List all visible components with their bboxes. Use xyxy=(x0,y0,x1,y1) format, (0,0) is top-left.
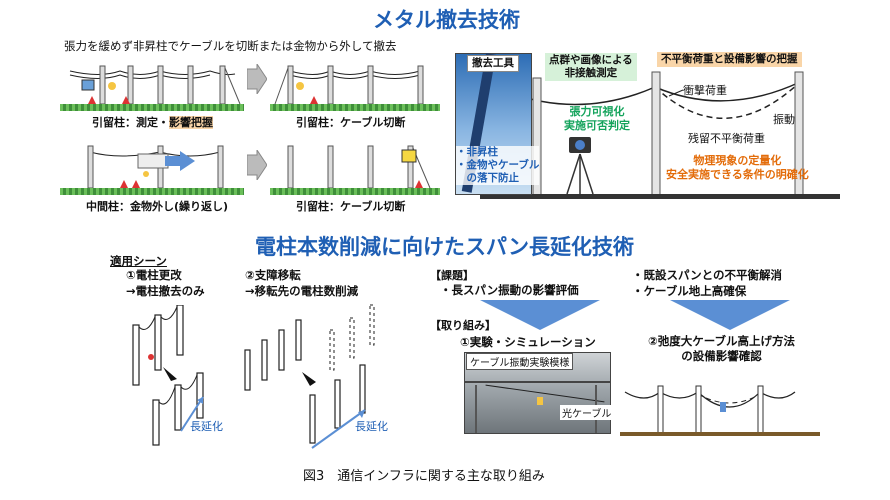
approach-1: ①実験・シミュレーション xyxy=(460,335,596,349)
panel-3-label: 中間柱：金物外し(繰り返し) xyxy=(86,200,229,213)
scene-title: 適用シーン xyxy=(110,254,167,268)
panel-4-illustration xyxy=(270,140,440,195)
panel-1-label: 引留柱：測定・影響把握 xyxy=(92,116,213,129)
metal-removal-title: メタル撤去技術 xyxy=(373,8,520,32)
tool-points: ・非昇柱 ・金物やケーブル の落下防止 xyxy=(456,146,540,185)
issue-1: ・長スパン振動の影響評価 xyxy=(440,283,579,297)
panel-1-illustration xyxy=(60,56,244,111)
approach-2: ②弛度大ケーブル高上げ方法の設備影響確認 xyxy=(648,334,796,363)
step-arrow-icon xyxy=(247,64,267,94)
panel-2-label: 引留柱：ケーブル切断 xyxy=(296,116,406,129)
issues-2-3: ・既設スパンとの不平衡解消・ケーブル地上高確保 xyxy=(632,268,782,298)
tension-visualization: 張力可視化実施可否判定 xyxy=(564,105,630,132)
panel-3-illustration xyxy=(60,140,244,195)
photo-label: ケーブル振動実験模様 xyxy=(466,353,574,370)
scene-1-illustration xyxy=(132,305,204,446)
scene-1: ①電柱更改→電柱撤去のみ xyxy=(126,268,205,298)
impact-load-label: 衝撃荷重 xyxy=(683,84,727,97)
panel-4-label: 引留柱：ケーブル切断 xyxy=(296,200,406,213)
tool-box-title: 撤去工具 xyxy=(467,55,519,72)
scene-2-illustration xyxy=(244,304,375,449)
vibration-label: 振動 xyxy=(773,113,795,126)
extension-label-2: 長延化 xyxy=(355,420,388,433)
physics-quantification: 物理現象の定量化安全実施できる条件の明確化 xyxy=(666,154,809,181)
cable-raise-illustration xyxy=(620,385,820,436)
imbalance-title: 不平衡荷重と設備影響の把握 xyxy=(657,52,802,67)
issue-label: 【課題】 xyxy=(430,269,474,282)
figure-caption: 図3 通信インフラに関する主な取り組み xyxy=(303,469,545,484)
approach-arrows xyxy=(480,300,790,330)
span-extension-title: 電柱本数削減に向けたスパン長延化技術 xyxy=(255,235,635,259)
extension-label-1: 長延化 xyxy=(190,420,223,433)
panel-2-illustration xyxy=(270,56,440,111)
scene-2: ②支障移転→移転先の電柱数削減 xyxy=(245,268,359,298)
residual-load-label: 残留不平衡荷重 xyxy=(688,132,765,145)
step-arrow-icon xyxy=(247,150,267,180)
optical-cable-label: 光ケーブル xyxy=(560,405,614,420)
approach-label: 【取り組み】 xyxy=(430,319,496,332)
noncontact-measure-title: 点群や画像による非接触測定 xyxy=(545,53,637,81)
measurement-diagram xyxy=(455,42,840,202)
removal-description: 張力を緩めず非昇柱でケーブルを切断または金物から外して撤去 xyxy=(64,39,397,53)
